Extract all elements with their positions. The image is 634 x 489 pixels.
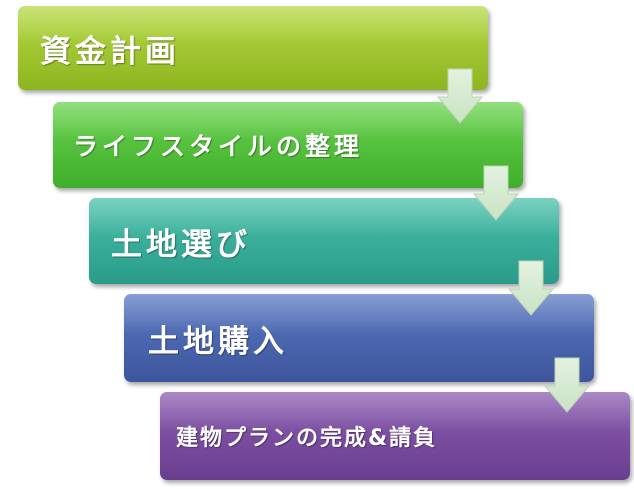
step-label: 建物プランの完成&請負 [176, 426, 438, 451]
step-label: 資金計画 [40, 33, 180, 70]
step-label: 土地購入 [148, 323, 288, 360]
step-label: ライフスタイルの整理 [73, 132, 364, 161]
down-arrow-icon [473, 165, 519, 221]
step-label: 土地選び [111, 226, 251, 263]
step-land-purchase: 土地購入 [124, 294, 594, 382]
down-arrow-icon [508, 260, 554, 316]
step-building-plan: 建物プランの完成&請負 [160, 392, 630, 480]
step-lifestyle: ライフスタイルの整理 [53, 102, 523, 188]
down-arrow-icon [437, 68, 483, 124]
step-financial-plan: 資金計画 [18, 6, 488, 90]
down-arrow-icon [544, 357, 590, 413]
step-land-selection: 土地選び [89, 198, 559, 284]
